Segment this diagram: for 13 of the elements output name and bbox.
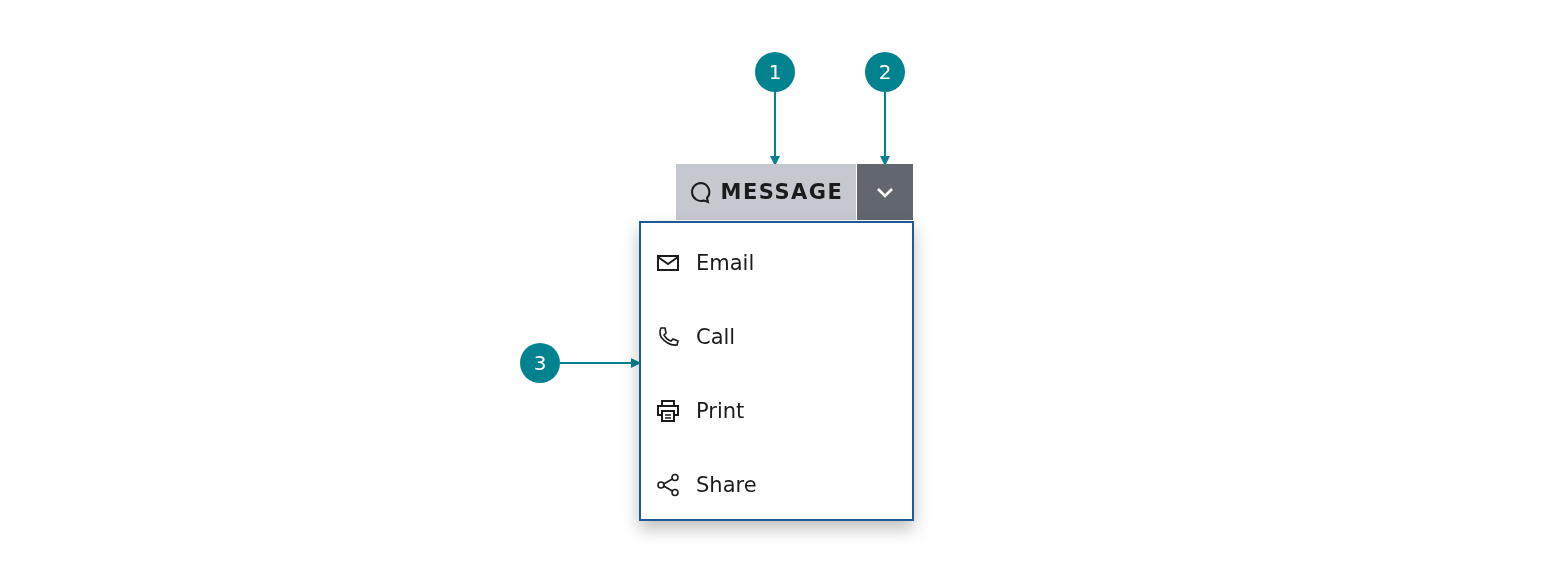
- arrow: [770, 91, 780, 166]
- menu-item: Call: [641, 315, 912, 359]
- callout-number: 2: [865, 52, 905, 92]
- arrow: [559, 358, 641, 368]
- callout-number: 3: [520, 343, 560, 383]
- dropdown-toggle-button: [857, 164, 913, 220]
- message-button: MESSAGE: [676, 164, 856, 220]
- dropdown-menu: [639, 221, 914, 521]
- menu-item: Print: [641, 389, 912, 433]
- callout-number: 1: [755, 52, 795, 92]
- arrow: [880, 91, 890, 166]
- menu-item: Email: [641, 241, 912, 285]
- menu-item: Share: [641, 463, 912, 507]
